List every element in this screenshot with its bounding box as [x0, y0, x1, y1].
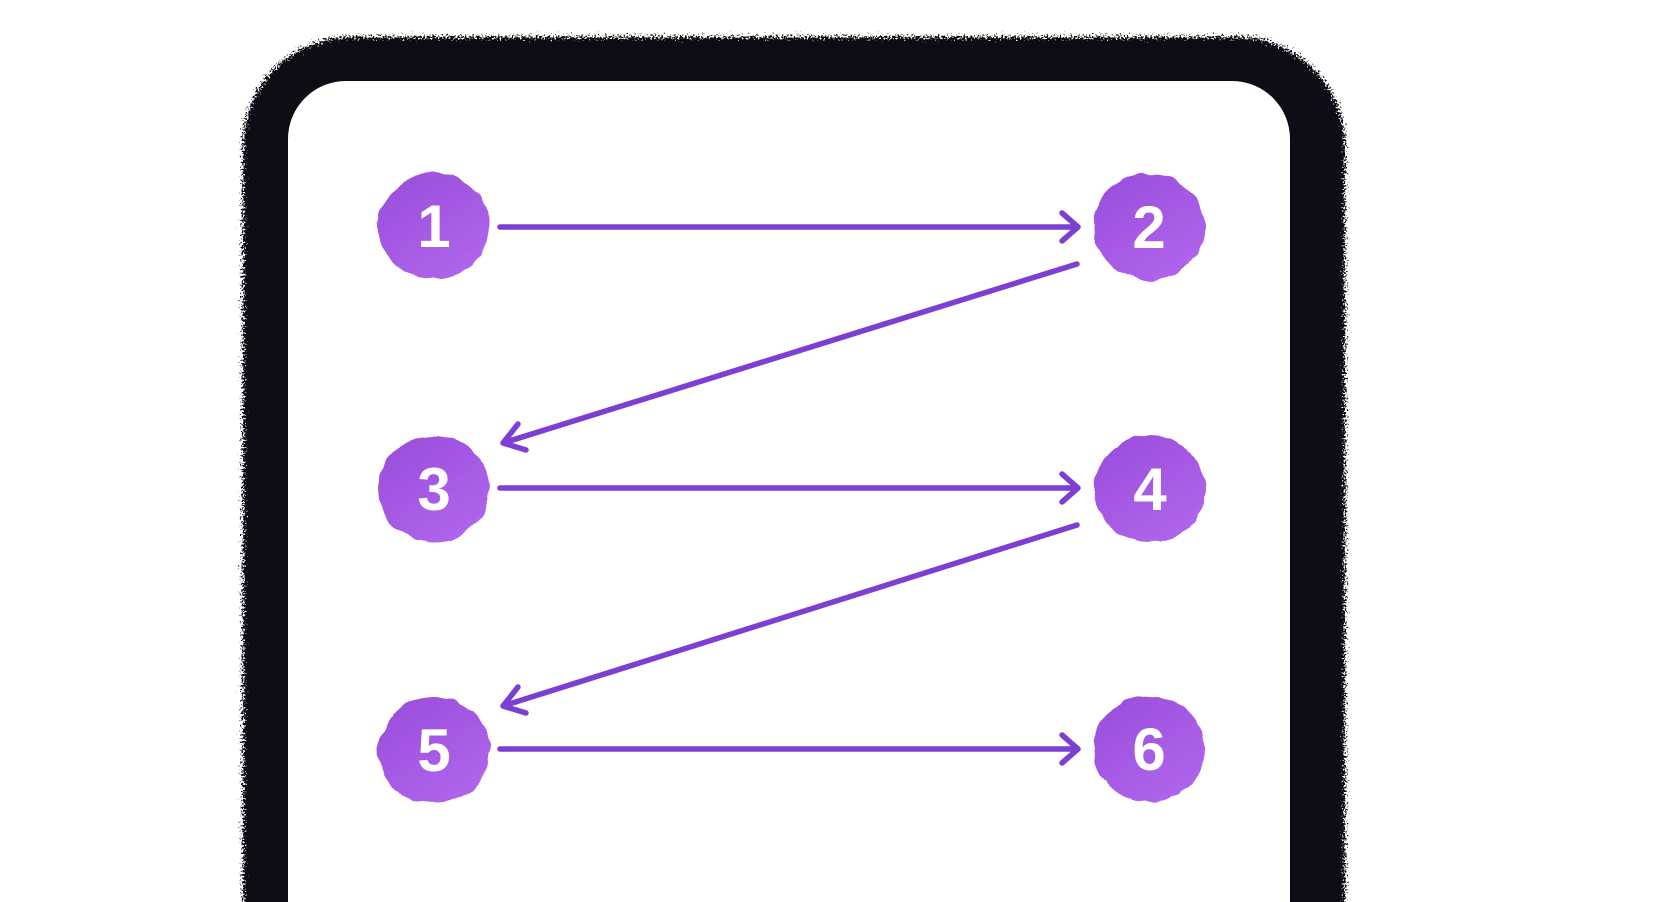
- step-node-4: 4: [1094, 436, 1206, 542]
- arrow-3-to-4: [497, 471, 1081, 505]
- edges: [497, 210, 1081, 766]
- step-node-6-label: 6: [1132, 716, 1165, 783]
- nodes: 1 2 3 4 5 6: [378, 173, 1206, 803]
- step-node-4-label: 4: [1133, 456, 1167, 523]
- step-node-1-circle: [378, 173, 490, 279]
- step-node-6: 6: [1093, 696, 1205, 802]
- arrow-5-to-6: [497, 732, 1081, 766]
- arrow-2-to-3: [500, 261, 1080, 453]
- step-node-2-label: 2: [1132, 194, 1165, 261]
- step-node-5: 5: [378, 697, 490, 803]
- arrow-4-to-5: [500, 522, 1080, 716]
- step-node-3-label: 3: [417, 456, 450, 523]
- step-node-2-circle: [1093, 174, 1205, 280]
- step-node-5-label: 5: [417, 717, 450, 784]
- step-node-4-circle: [1094, 436, 1206, 542]
- step-node-5-circle: [378, 697, 490, 803]
- step-node-2: 2: [1093, 174, 1205, 280]
- step-node-3: 3: [378, 436, 490, 542]
- step-node-1: 1: [378, 173, 490, 279]
- arrow-1-to-2: [497, 210, 1081, 244]
- step-node-6-circle: [1093, 696, 1205, 802]
- step-node-1-label: 1: [417, 193, 450, 260]
- step-node-3-circle: [378, 436, 490, 542]
